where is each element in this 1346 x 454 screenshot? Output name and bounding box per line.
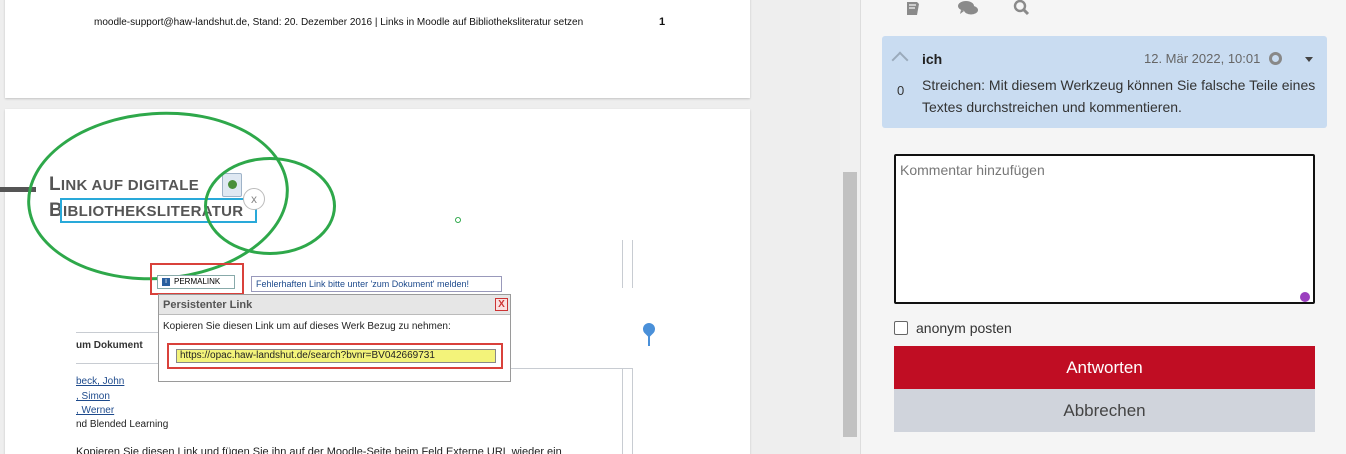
comment-text: Streichen: Mit diesem Werkzeug können Si…	[922, 77, 1316, 115]
search-icon[interactable]	[1012, 0, 1032, 18]
embedded-frame-line	[632, 240, 633, 288]
close-annotation-button[interactable]: x	[243, 188, 265, 210]
section-heading-line-1: LINK AUF DIGITALE	[49, 174, 200, 195]
embedded-author-link: beck, John	[76, 376, 125, 387]
popup-close-icon: X	[495, 298, 508, 311]
embedded-frame-line	[632, 368, 633, 454]
comment-panel: 0 ich 12. Mär 2022, 10:01 Streichen: Mit…	[860, 0, 1346, 454]
comments-icon[interactable]	[957, 0, 979, 18]
scrollbar-thumb[interactable]	[843, 172, 857, 437]
cancel-button[interactable]: Abbrechen	[894, 389, 1315, 432]
document-page-1: moodle-support@haw-landshut.de, Stand: 2…	[5, 0, 750, 98]
popup-title: Persistenter Link	[159, 295, 510, 315]
embedded-frame-line	[76, 332, 160, 333]
permalink-url: https://opac.haw-landshut.de/search?bvnr…	[176, 349, 496, 363]
viewer-scrollbar[interactable]	[840, 0, 860, 454]
embedded-section-label: um Dokument	[76, 340, 143, 351]
url-annotation-box[interactable]: https://opac.haw-landshut.de/search?bvnr…	[167, 343, 503, 369]
heading-bar	[0, 187, 36, 192]
page-number: 1	[659, 16, 666, 28]
embedded-frame-line	[622, 240, 623, 288]
section-heading-line-2: BIBLIOTHEKSLITERATUR	[49, 200, 244, 221]
upvote-icon[interactable]	[891, 51, 909, 69]
gear-icon[interactable]	[1269, 52, 1282, 65]
embedded-author-link: , Werner	[76, 405, 115, 416]
comment-input[interactable]	[894, 154, 1315, 304]
permalink-button: PERMALINK	[157, 275, 235, 289]
book-icon[interactable]	[903, 0, 923, 18]
embedded-frame-line	[622, 368, 623, 454]
ellipse-annotation-small[interactable]	[204, 157, 336, 255]
anonymous-label: anonym posten	[916, 320, 1012, 336]
instruction-text: Kopieren Sie diesen Link und fügen Sie i…	[76, 446, 562, 454]
embedded-frame-line	[511, 368, 632, 369]
report-link: Fehlerhaften Link bitte unter 'zum Dokum…	[251, 276, 502, 292]
resize-handle-icon[interactable]	[1300, 292, 1310, 302]
embedded-subtitle: nd Blended Learning	[76, 419, 169, 430]
popup-description: Kopieren Sie diesen Link um auf dieses W…	[163, 321, 451, 332]
page-footer-text: moodle-support@haw-landshut.de, Stand: 2…	[94, 17, 584, 28]
comment-date: 12. Mär 2022, 10:01	[1144, 51, 1261, 66]
location-pin-tail	[648, 334, 650, 346]
comment-author: ich	[922, 51, 943, 67]
document-viewer[interactable]: moodle-support@haw-landshut.de, Stand: 2…	[0, 0, 840, 454]
embedded-author-link: , Simon	[76, 391, 110, 402]
reply-button[interactable]: Antworten	[894, 346, 1315, 389]
chevron-down-icon[interactable]	[1305, 57, 1313, 62]
persistent-link-popup: Persistenter Link X Kopieren Sie diesen …	[158, 294, 511, 382]
embedded-frame-line	[76, 363, 160, 364]
anonymous-checkbox[interactable]	[894, 321, 908, 335]
comment-card: 0 ich 12. Mär 2022, 10:01 Streichen: Mit…	[882, 36, 1327, 128]
vote-count: 0	[897, 83, 905, 98]
